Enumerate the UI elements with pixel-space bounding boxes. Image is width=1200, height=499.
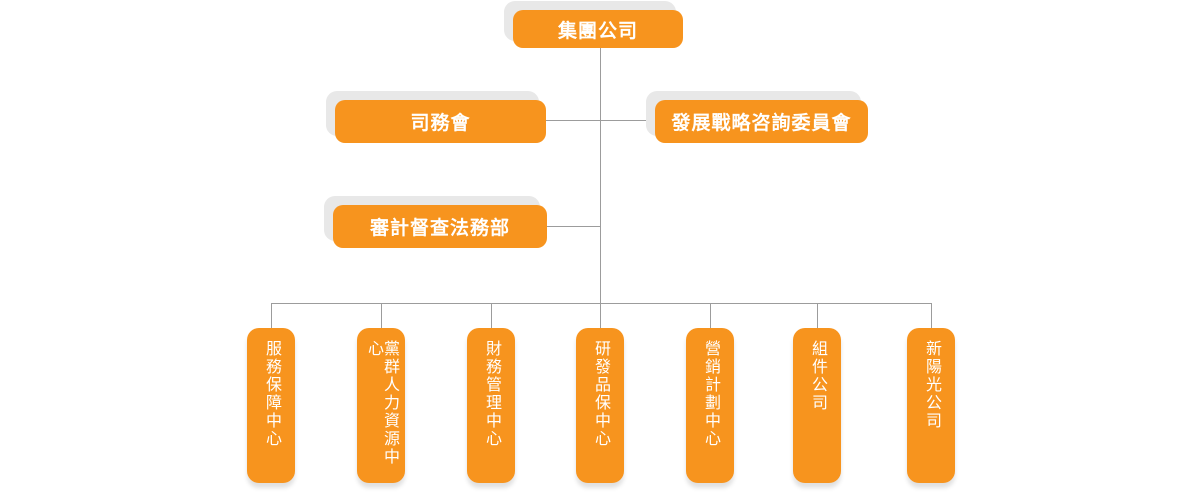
org-node-label: 研發品保中心 bbox=[592, 340, 609, 448]
org-node-label: 服務保障中心 bbox=[263, 340, 280, 448]
org-node-label: 發展戰略咨詢委員會 bbox=[671, 113, 852, 134]
connector-drop-service-support bbox=[271, 303, 272, 329]
connector-drop-marketing bbox=[710, 303, 711, 329]
org-node-group-company: 集團公司 bbox=[513, 10, 683, 48]
connector-drop-components bbox=[817, 303, 818, 329]
org-node-rd-quality-center: 研發品保中心 bbox=[576, 328, 624, 483]
org-node-label: 新陽光公司 bbox=[923, 340, 940, 430]
connector-root-vertical bbox=[600, 48, 601, 303]
org-node-executive-council: 司務會 bbox=[335, 100, 546, 143]
connector-drop-new-sunshine bbox=[931, 303, 932, 329]
org-node-finance-management-center: 財務管理中心 bbox=[467, 328, 515, 483]
org-node-label: 審計督查法務部 bbox=[369, 218, 510, 239]
connector-committees-horizontal bbox=[546, 120, 656, 121]
org-node-strategy-advisory-committee: 發展戰略咨詢委員會 bbox=[655, 100, 868, 143]
connector-audit-horizontal bbox=[547, 226, 600, 227]
org-node-audit-legal-department: 審計督查法務部 bbox=[333, 205, 547, 248]
org-node-label: 黨群人力資源中心 bbox=[365, 340, 398, 466]
org-node-marketing-planning-center: 營銷計劃中心 bbox=[686, 328, 734, 483]
org-node-new-sunshine-company: 新陽光公司 bbox=[907, 328, 955, 483]
org-node-label: 司務會 bbox=[410, 113, 471, 134]
org-node-party-hr-center: 黨群人力資源中心 bbox=[357, 328, 405, 483]
connector-departments-bus bbox=[271, 303, 932, 304]
org-node-label: 財務管理中心 bbox=[483, 340, 500, 448]
org-node-label: 營銷計劃中心 bbox=[702, 340, 719, 448]
org-node-label: 組件公司 bbox=[809, 340, 826, 412]
connector-drop-party-hr bbox=[381, 303, 382, 329]
connector-drop-rd-qa bbox=[600, 303, 601, 329]
connector-drop-finance bbox=[491, 303, 492, 329]
org-node-service-support-center: 服務保障中心 bbox=[247, 328, 295, 483]
org-node-components-company: 組件公司 bbox=[793, 328, 841, 483]
org-node-label: 集團公司 bbox=[557, 20, 638, 42]
